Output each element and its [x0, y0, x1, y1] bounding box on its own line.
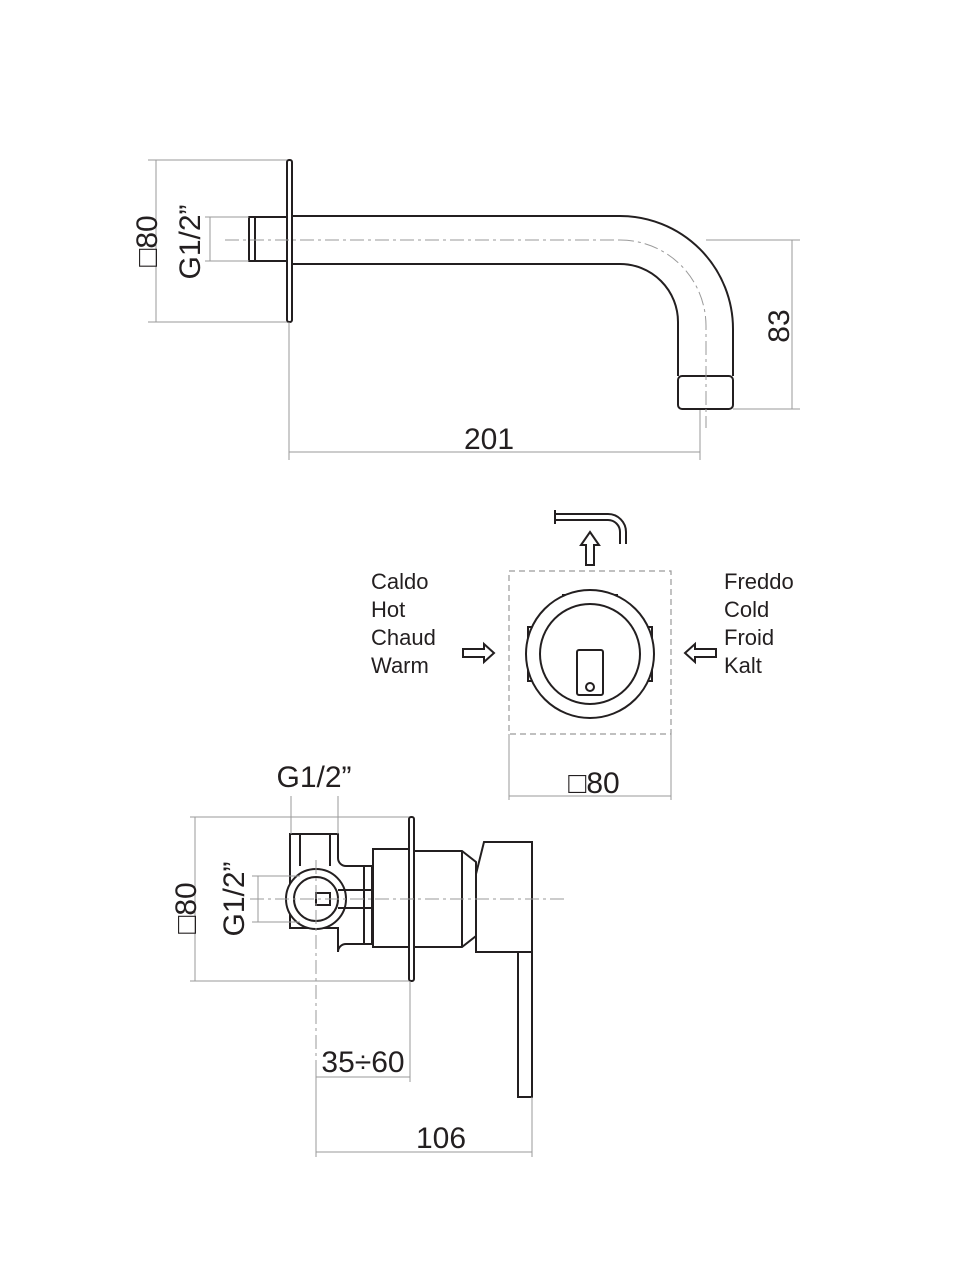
cold-label-en: Cold	[724, 597, 769, 622]
front-plate-outline	[508, 570, 672, 735]
spout-thread-dimension: G1/2”	[174, 204, 207, 279]
mixer-handle	[576, 649, 604, 696]
spout-height-dimension: □80	[131, 215, 164, 267]
cold-label-fr: Froid	[724, 625, 774, 650]
mixer-length-dimension: 106	[416, 1122, 466, 1155]
hot-inlet-arrow-icon	[462, 641, 496, 665]
hot-label-it: Caldo	[371, 569, 428, 594]
hot-label-en: Hot	[371, 597, 405, 622]
hot-label-fr: Chaud	[371, 625, 436, 650]
mixer-wall-depth-dimension: 35÷60	[321, 1046, 404, 1079]
spout-threaded-connector	[248, 216, 288, 262]
spout-body	[292, 215, 734, 376]
mixer-thread-top-dimension: G1/2”	[276, 761, 351, 794]
spout-length-dimension: 201	[464, 423, 514, 456]
mixer-side-handle	[475, 841, 533, 1098]
outlet-arrow-icon	[579, 530, 601, 566]
cold-label-it: Freddo	[724, 569, 794, 594]
cold-label-de: Kalt	[724, 653, 762, 678]
mixer-thread-side-dimension: G1/2”	[218, 861, 251, 936]
spout-side-view: □80 G1/2” 83 201	[131, 159, 800, 460]
mixer-front-view: Caldo Hot Chaud Warm Freddo Cold Froid K…	[371, 510, 794, 800]
cold-inlet-arrow-icon	[683, 641, 717, 665]
front-plate-dimension: □80	[568, 767, 620, 800]
hot-label-de: Warm	[371, 653, 429, 678]
spout-drop-dimension: 83	[763, 309, 796, 342]
spout-icon	[554, 510, 627, 544]
mixer-side-view: G1/2” □80 G1/2” 35÷60 106	[170, 761, 568, 1157]
mixer-height-dimension: □80	[170, 882, 203, 934]
